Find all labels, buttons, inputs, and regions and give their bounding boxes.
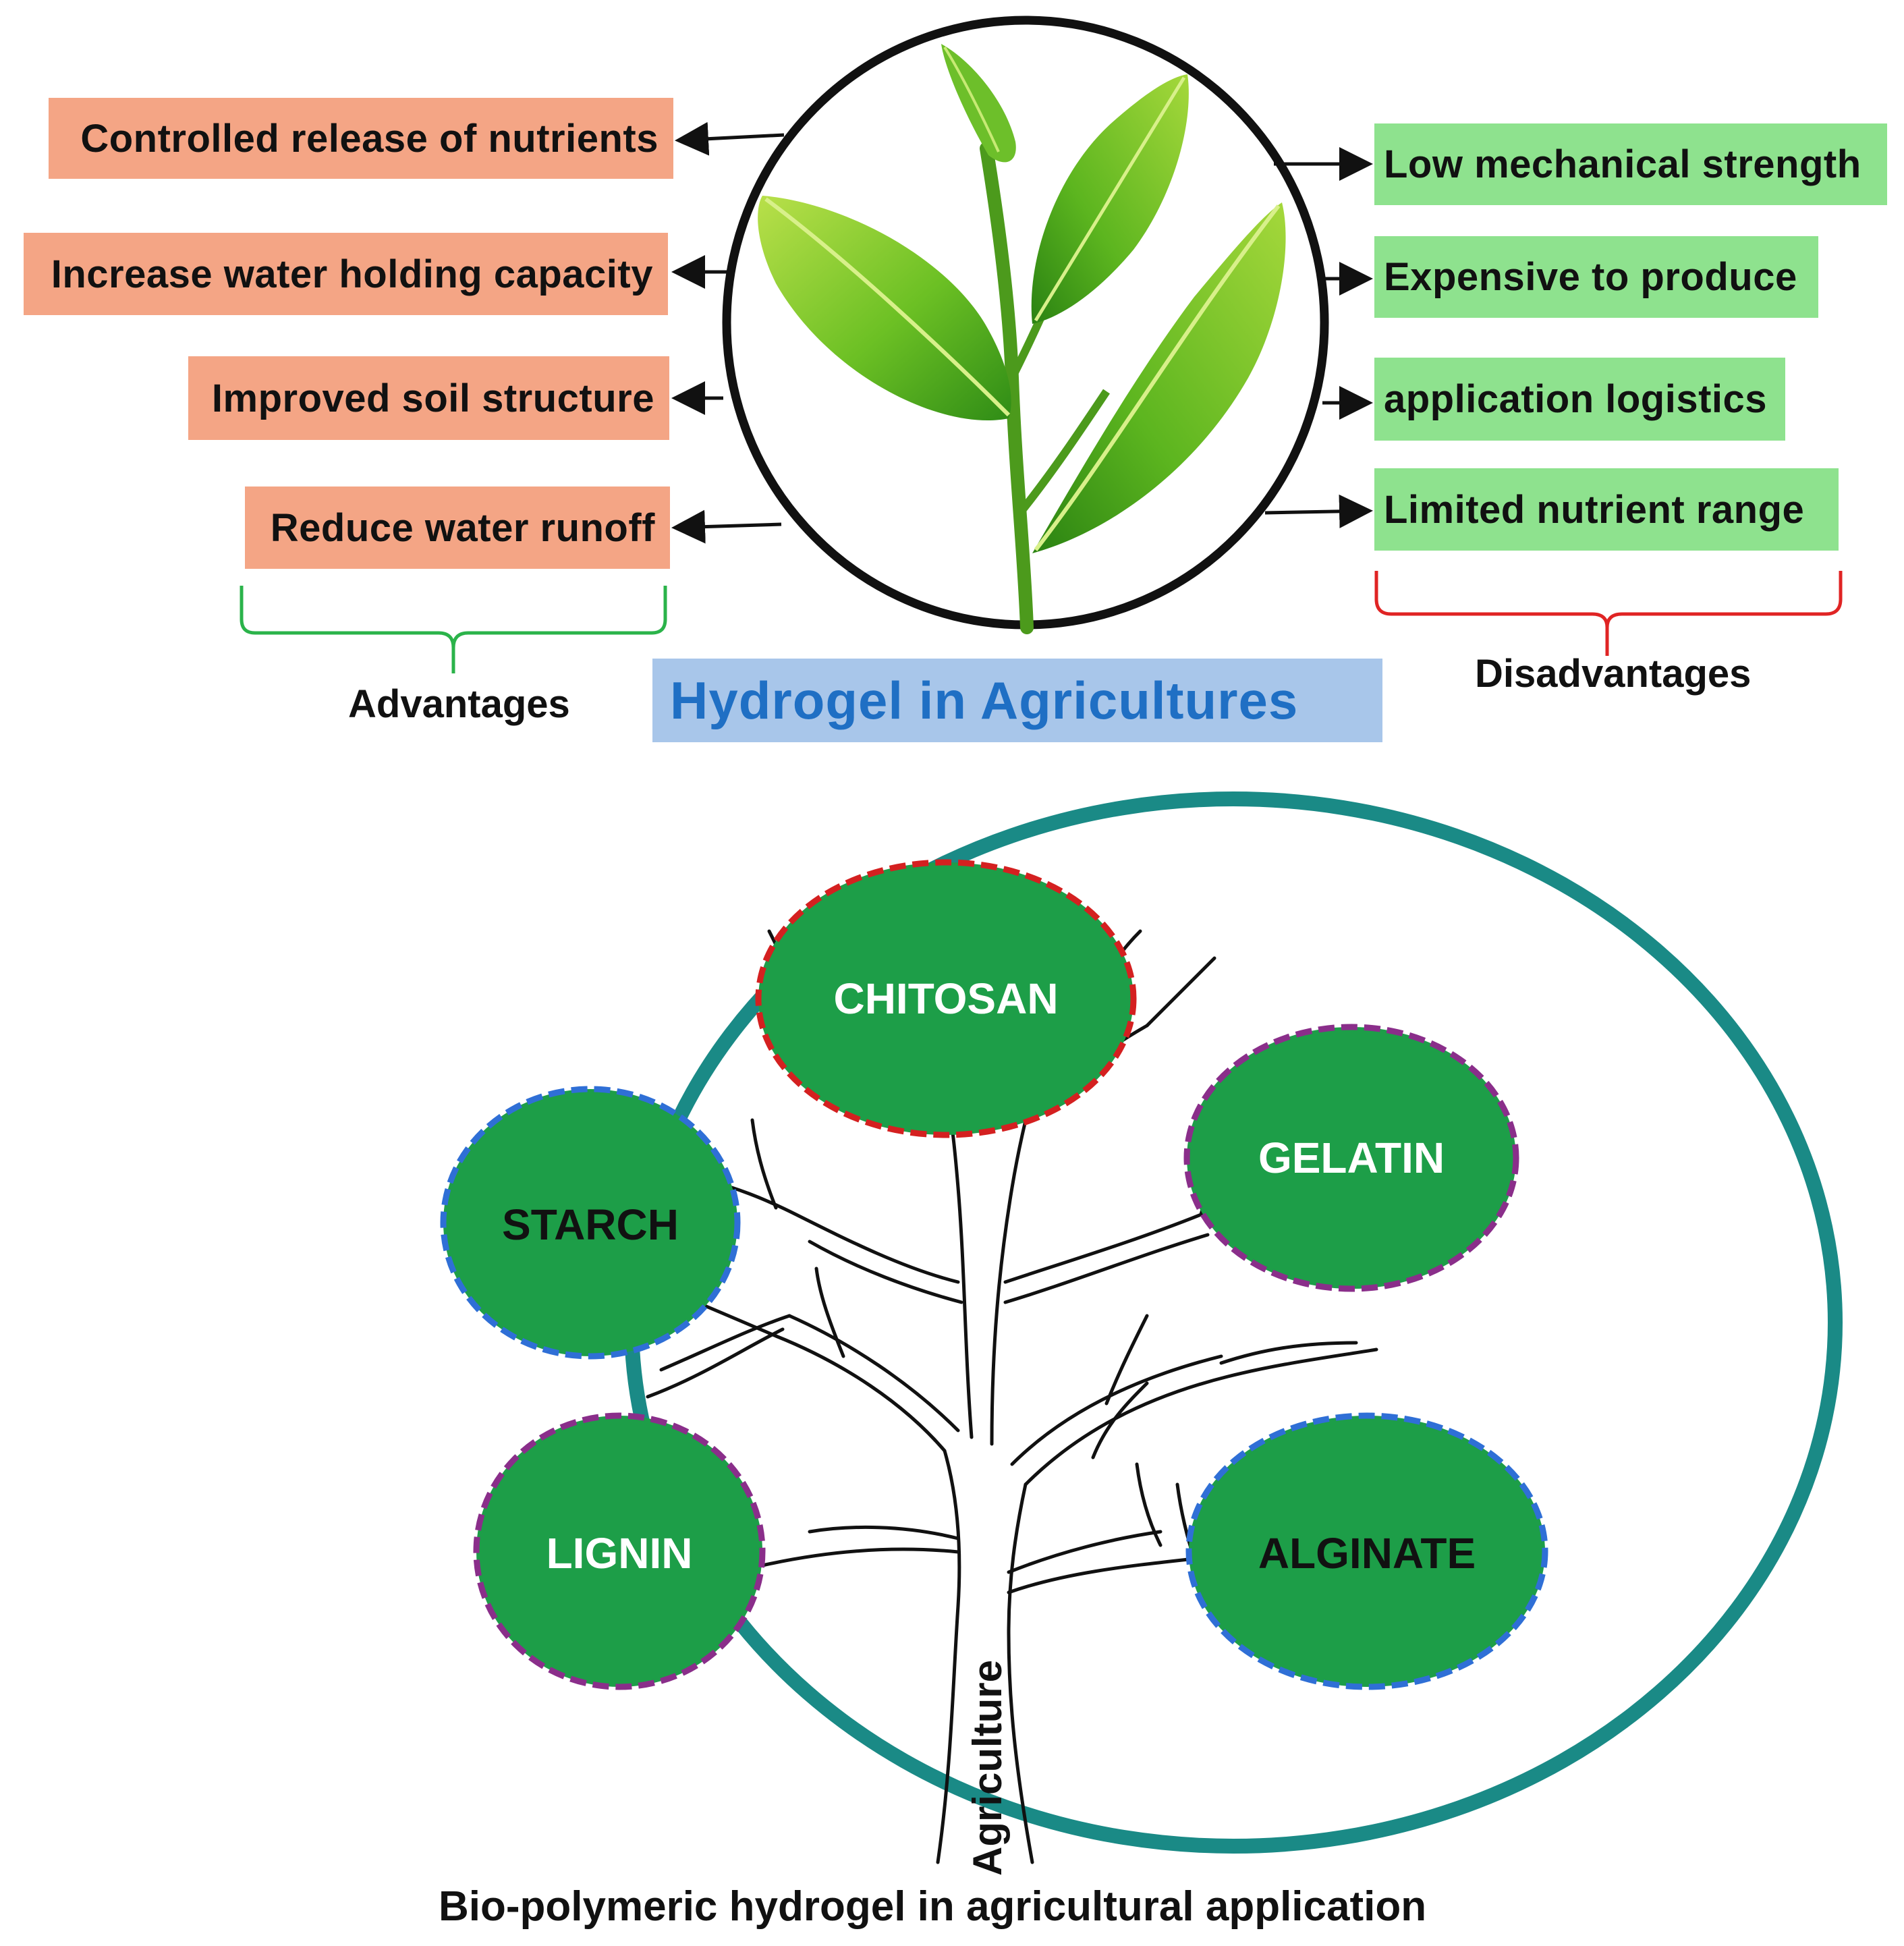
polymer-label-lignin: LIGNIN: [546, 1529, 693, 1578]
polymer-ellipses: [440, 859, 1548, 1690]
polymer-label-gelatin: GELATIN: [1258, 1134, 1445, 1182]
polymer-label-alginate: ALGINATE: [1258, 1529, 1476, 1578]
advantage-item-4: Reduce water runoff: [245, 486, 670, 569]
advantages-brace: [240, 586, 667, 673]
alginate-ellipse: [1185, 1412, 1548, 1690]
advantages-caption: Advantages: [348, 682, 570, 726]
disadvantage-item-2: Expensive to produce: [1374, 236, 1818, 318]
title-banner: Hydrogel in Agricultures: [652, 659, 1382, 742]
disadvantage-item-1: Low mechanical strength: [1374, 123, 1887, 205]
page-title: Hydrogel in Agricultures: [670, 670, 1299, 730]
trunk-label: Agriculture: [965, 1660, 1010, 1876]
advantage-item-1: Controlled release of nutrients: [49, 98, 673, 179]
polymer-label-starch: STARCH: [502, 1200, 679, 1249]
gelatin-ellipse: [1183, 1024, 1519, 1292]
plant-illustration: [722, 16, 1329, 634]
disadvantage-item-4: Limited nutrient range: [1374, 468, 1839, 551]
disadvantage-arrows: [1264, 147, 1373, 528]
chitosan-ellipse: [755, 859, 1137, 1138]
bottom-caption: Bio-polymeric hydrogel in agricultural a…: [439, 1883, 1427, 1930]
lignin-ellipse: [473, 1412, 766, 1690]
starch-ellipse: [440, 1086, 741, 1360]
polymer-label-chitosan: CHITOSAN: [833, 974, 1059, 1023]
advantage-item-3: Improved soil structure: [188, 356, 669, 440]
disadvantages-caption: Disadvantages: [1475, 652, 1752, 696]
disadvantage-item-3: application logistics: [1374, 358, 1785, 441]
advantage-item-2: Increase water holding capacity: [24, 233, 668, 315]
disadvantages-brace: [1374, 571, 1843, 656]
advantage-arrows: [671, 121, 785, 544]
